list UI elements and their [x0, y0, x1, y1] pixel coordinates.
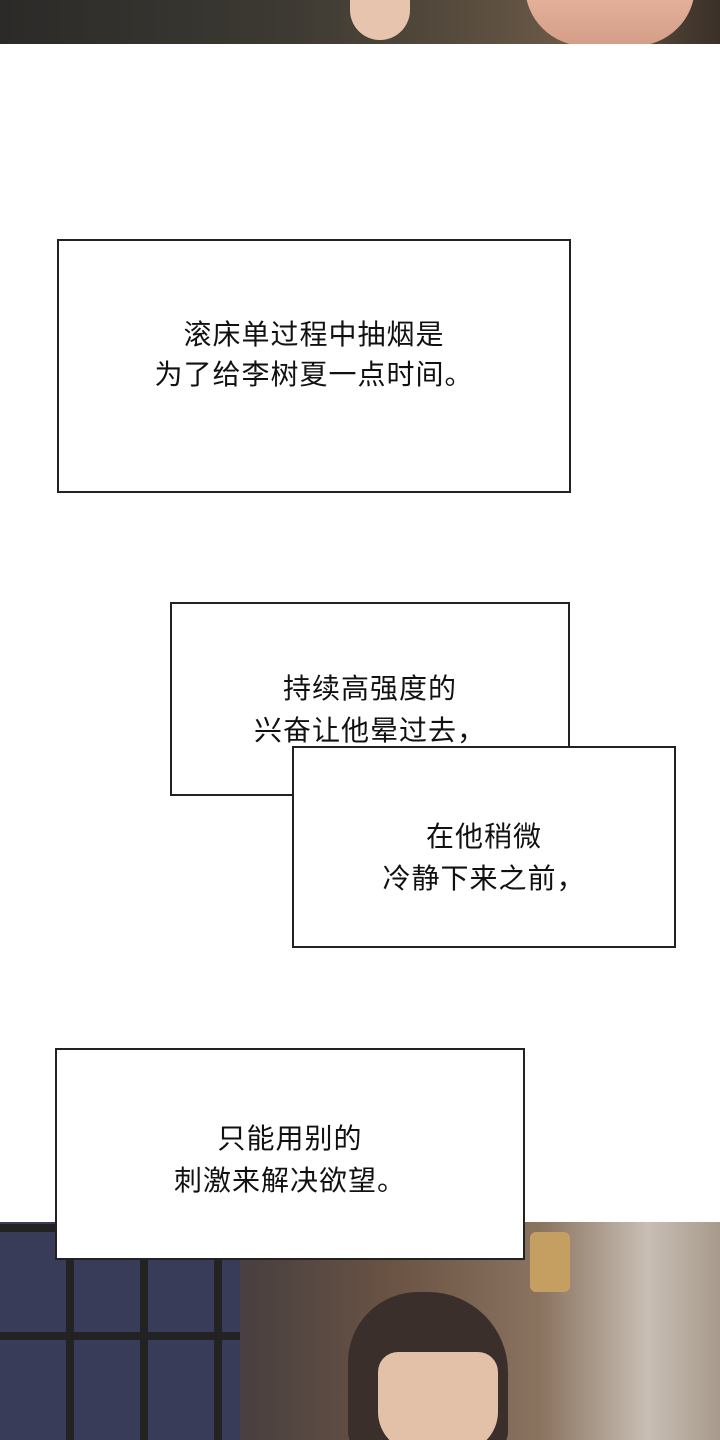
caption-1-line-1: 滚床单过程中抽烟是 [183, 318, 445, 351]
caption-4-line-2: 刺激来解决欲望。 [173, 1164, 406, 1197]
caption-2-line-1: 持续高强度的 [282, 672, 457, 705]
caption-3-line-2: 冷静下来之前， [382, 862, 586, 895]
caption-box-1 [57, 239, 571, 493]
caption-1-line-2: 为了给李树夏一点时间。 [154, 358, 474, 391]
caption-box-3 [292, 746, 676, 948]
caption-box-4 [55, 1048, 525, 1260]
hand-illustration [350, 0, 410, 40]
character-face-illustration [378, 1352, 498, 1440]
torso-illustration [525, 0, 695, 44]
wall-sconce-illustration [530, 1232, 570, 1292]
top-art-panel [0, 0, 720, 44]
caption-3-line-1: 在他稍微 [425, 820, 542, 853]
caption-4-line-1: 只能用别的 [217, 1122, 363, 1155]
caption-2-line-2: 兴奋让他晕过去， [253, 714, 486, 747]
